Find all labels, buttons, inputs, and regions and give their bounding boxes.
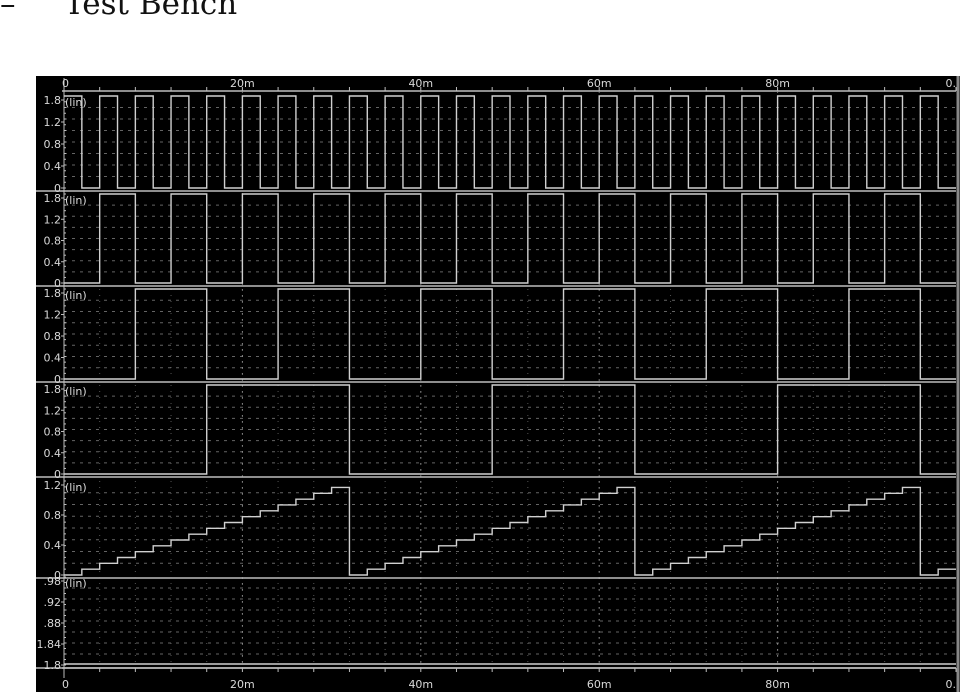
- y-tick-label: 0: [54, 373, 61, 386]
- y-tick-label: 1.2: [44, 213, 62, 226]
- y-tick-label: 0.8: [44, 330, 62, 343]
- x-tick-label-top: 20m: [230, 77, 255, 90]
- trace-bit1: [64, 193, 956, 284]
- waveform-viewer[interactable]: 0 0 20m 20m 40m 40m 60m 60m 80m 80m 0. 0. 1.8 1.2 0.8 0…: [36, 76, 960, 692]
- y-tick-label: .88: [44, 617, 62, 630]
- y-tick-label: 1.8: [44, 94, 62, 107]
- page-title: Test Bench: [64, 0, 238, 22]
- x-tick-label-bottom: 0.: [946, 678, 957, 691]
- y-tick-label: 0: [54, 277, 61, 290]
- y-tick-label: 1.8: [44, 192, 62, 205]
- trace-bit0-clock: [64, 95, 956, 189]
- y-tick-label: 1.2: [44, 479, 62, 492]
- y-tick-label: 0: [54, 468, 61, 481]
- y-tick-label: 0: [54, 569, 61, 582]
- y-tick-label: 1.8: [44, 383, 62, 396]
- y-tick-label: 0: [54, 182, 61, 195]
- y-tick-label: 0.4: [44, 352, 62, 365]
- x-tick-label-top: 0.: [946, 77, 957, 90]
- scale-label: (lin): [65, 194, 87, 207]
- x-tick-label-top: 60m: [587, 77, 612, 90]
- y-tick-label: 0.8: [44, 426, 62, 439]
- trace-bit3: [64, 384, 956, 475]
- y-tick-label: 0.8: [44, 138, 62, 151]
- y-tick-label: .92: [44, 596, 62, 609]
- y-tick-label: 0.4: [44, 539, 62, 552]
- y-tick-label: 1.8: [44, 287, 62, 300]
- trace-bit2: [64, 288, 956, 380]
- x-tick-label-top: 40m: [408, 77, 433, 90]
- y-tick-label: 1.2: [44, 404, 62, 417]
- trace-dac-output: [64, 486, 956, 576]
- x-tick-label-bottom: 80m: [765, 678, 790, 691]
- scale-label: (lin): [65, 577, 87, 590]
- waveform-plot[interactable]: 0 0 20m 20m 40m 40m 60m 60m 80m 80m 0. 0. 1.8 1.2 0.8 0…: [36, 76, 960, 692]
- x-tick-label-bottom: 0: [62, 678, 69, 691]
- y-tick-label: 1.2: [44, 116, 62, 129]
- x-tick-label-bottom: 40m: [408, 678, 433, 691]
- x-tick-label-bottom: 20m: [230, 678, 255, 691]
- y-tick-label: 0.8: [44, 235, 62, 248]
- y-tick-label: 1.2: [44, 309, 62, 322]
- y-tick-label: 1.8: [44, 659, 62, 672]
- scale-label: (lin): [65, 481, 87, 494]
- x-tick-label-bottom: 60m: [587, 678, 612, 691]
- y-tick-label: 1.84: [37, 638, 62, 651]
- scale-label: (lin): [65, 96, 87, 109]
- scale-label: (lin): [65, 385, 87, 398]
- scale-label: (lin): [65, 289, 87, 302]
- y-tick-label: .98: [44, 575, 62, 588]
- y-tick-label: 0.4: [44, 256, 62, 269]
- y-tick-label: 0.4: [44, 447, 62, 460]
- y-tick-label: 0.4: [44, 160, 62, 173]
- x-tick-label-top: 0: [62, 77, 69, 90]
- heading-dash: –: [0, 0, 16, 22]
- y-tick-label: 0.8: [44, 509, 62, 522]
- x-tick-label-top: 80m: [765, 77, 790, 90]
